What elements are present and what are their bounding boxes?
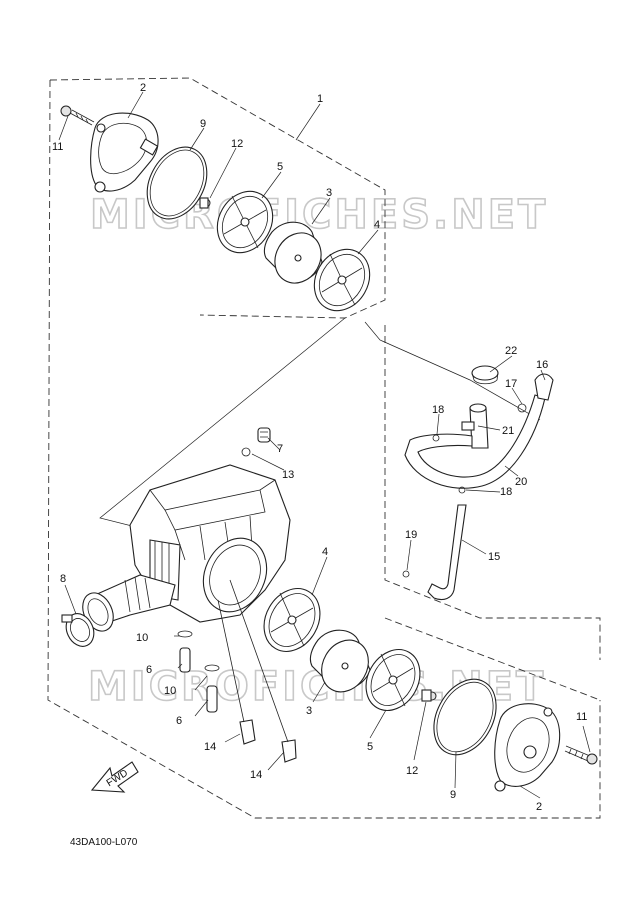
fwd-arrow-icon: FWD (90, 761, 139, 793)
callout-3-top: 3 (326, 187, 332, 199)
screw-part-11-top (60, 105, 95, 126)
element-holder-part-5-lower (365, 649, 421, 711)
callout-14-right: 14 (250, 769, 262, 781)
guide-line-right (364, 321, 541, 421)
screw-part-11-lower (564, 745, 598, 765)
air-cleaner-cover-lower (494, 703, 561, 792)
assembly-boundary-side (384, 617, 601, 701)
callout-5-top: 5 (277, 161, 283, 173)
callout-12-lower: 12 (406, 765, 418, 777)
callout-numbers: 1 2 11 9 12 5 3 4 22 16 17 18 21 7 13 20… (52, 82, 587, 813)
callout-21: 21 (502, 425, 514, 437)
callout-3-lower: 3 (306, 705, 312, 717)
callout-22: 22 (505, 345, 517, 357)
callout-13: 13 (282, 469, 294, 481)
callout-19: 19 (405, 529, 417, 541)
air-filter-case (82, 464, 291, 632)
element-holder-part-4-lower (263, 588, 321, 652)
callout-18-lower: 18 (500, 486, 512, 498)
clip-part-13 (241, 447, 251, 457)
callout-16: 16 (536, 359, 548, 371)
callout-10-lower: 10 (164, 685, 176, 697)
o-ring-part-9-top (146, 146, 208, 220)
callout-leaders (58, 91, 591, 799)
callout-20: 20 (515, 476, 527, 488)
element-holder-part-5-top (216, 190, 274, 254)
callout-8: 8 (60, 573, 66, 585)
callout-2-lower: 2 (536, 801, 542, 813)
callout-4-lower: 4 (322, 546, 328, 558)
callout-4-top: 4 (374, 219, 380, 231)
callout-2-top: 2 (140, 82, 146, 94)
screw-part-12-lower (421, 689, 437, 702)
filter-element-part-3-lower (309, 629, 371, 693)
callout-9-lower: 9 (450, 789, 456, 801)
assembly-boundary-breather (384, 325, 601, 660)
breather-assembly (402, 365, 554, 601)
callout-7: 7 (277, 443, 283, 455)
drain-components (177, 579, 297, 763)
screw-part-12-top (199, 197, 211, 209)
callout-17: 17 (505, 378, 517, 390)
callout-6-upper: 6 (146, 664, 152, 676)
callout-18-upper: 18 (432, 404, 444, 416)
filter-element-part-3-top (263, 221, 323, 284)
callout-12-top: 12 (231, 138, 243, 150)
callout-11-lower: 11 (576, 711, 587, 723)
clamp-part-8 (61, 613, 95, 647)
callout-11-top: 11 (52, 141, 63, 153)
callout-5-lower: 5 (367, 741, 373, 753)
joint-part-7 (257, 427, 271, 443)
callout-9-top: 9 (200, 118, 206, 130)
callout-14-left: 14 (204, 741, 216, 753)
assembly-boundary-top (49, 77, 386, 319)
air-cleaner-cover-top (90, 112, 159, 193)
o-ring-part-9-lower (433, 678, 497, 756)
drawing-code: 43DA100-L070 (70, 837, 138, 848)
guide-line-left (99, 317, 346, 529)
element-holder-part-4-top (313, 248, 371, 312)
callout-1: 1 (317, 93, 323, 105)
callout-10-upper: 10 (136, 632, 148, 644)
assembly-boundary-lower (47, 79, 601, 819)
callout-15: 15 (488, 551, 500, 563)
callout-6-lower: 6 (176, 715, 182, 727)
